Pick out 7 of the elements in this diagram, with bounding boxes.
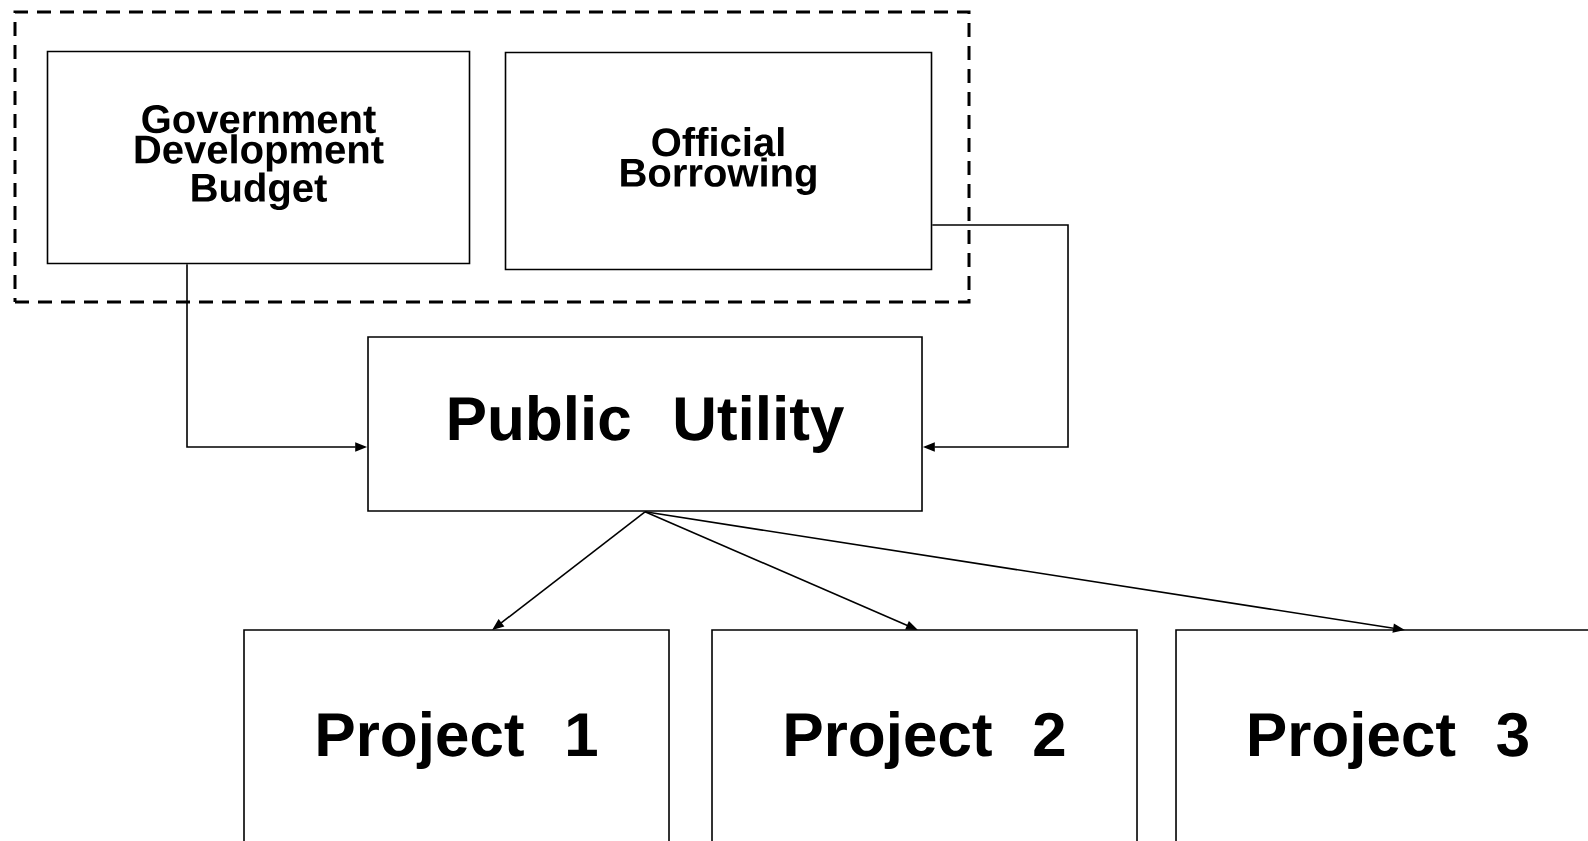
process-box: Project 1 xyxy=(243,629,670,841)
dashed-group-box xyxy=(13,10,971,304)
process-box: Official Borrowing xyxy=(504,51,933,271)
process-box: Project 3 xyxy=(1175,629,1588,841)
process-box: Government Development Budget xyxy=(46,50,471,265)
process-box: Public Utility xyxy=(367,336,923,512)
process-box: Project 2 xyxy=(711,629,1138,841)
